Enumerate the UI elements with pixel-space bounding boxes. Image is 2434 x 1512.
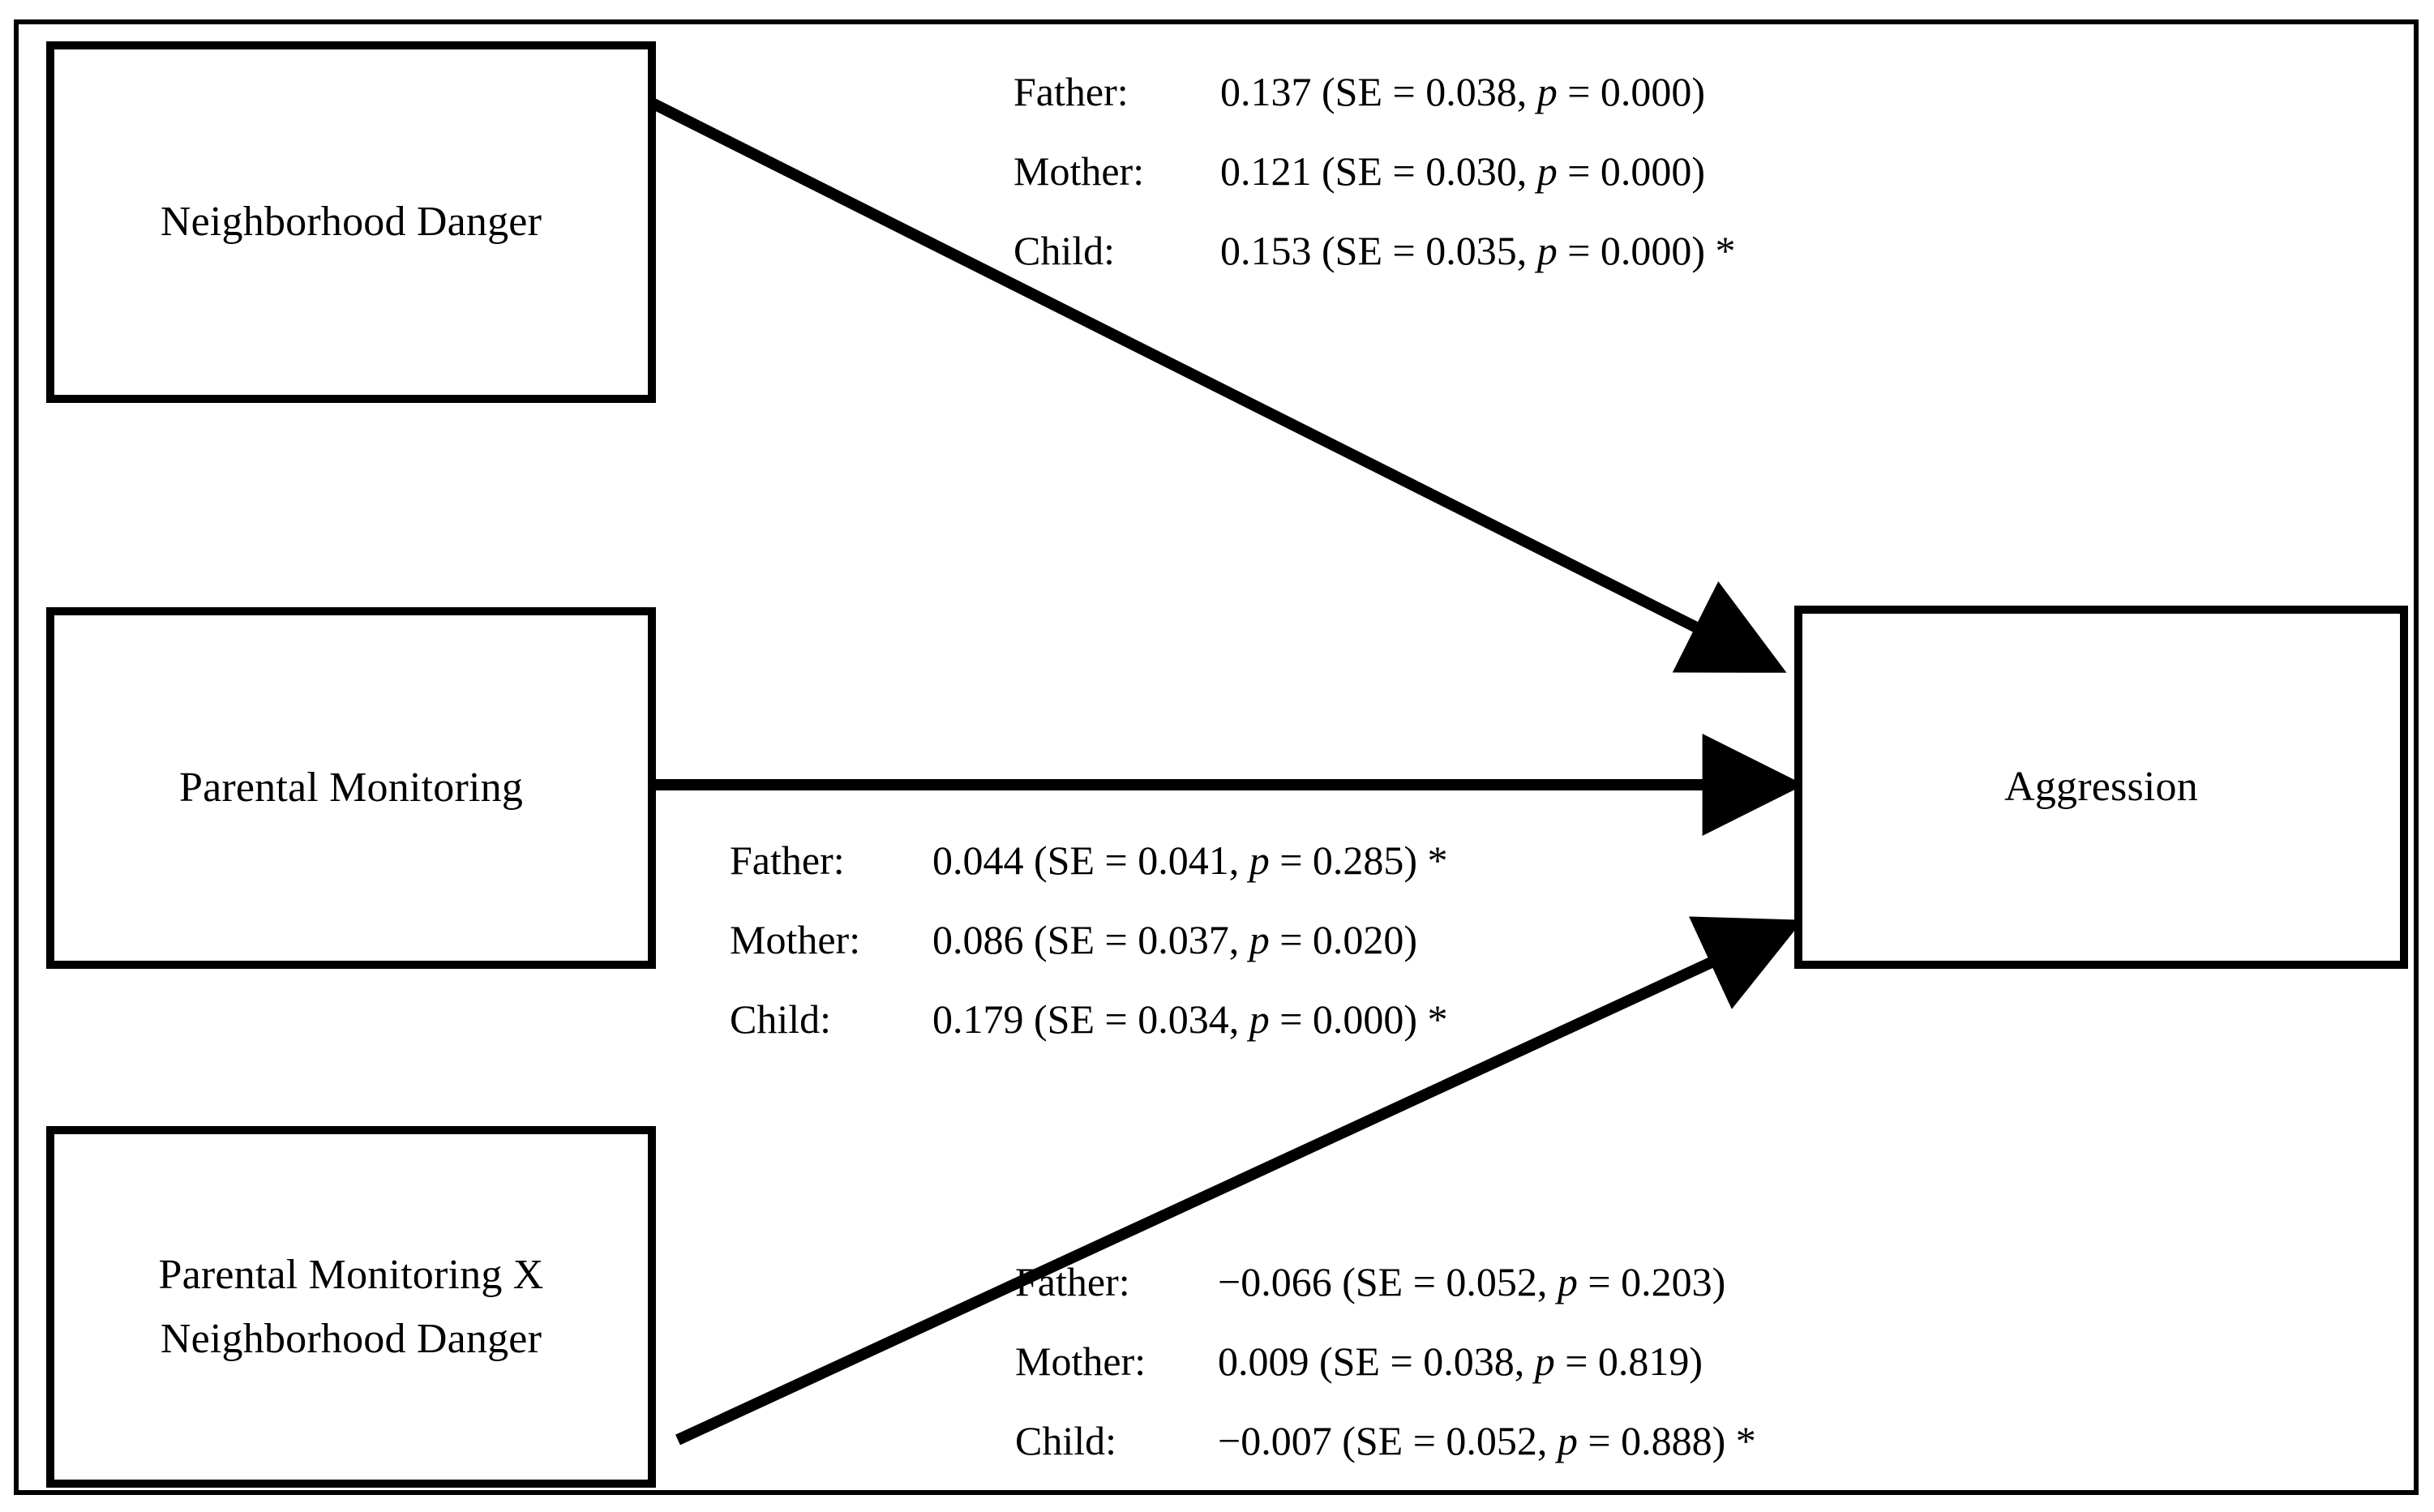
estimate-row: Father: 0.137 (SE = 0.038, p = 0.000) (1013, 68, 1736, 148)
estimates-neighborhood-danger-to-aggression: Father: 0.137 (SE = 0.038, p = 0.000) Mo… (1013, 68, 1736, 306)
estimate-value: 0.179 (SE = 0.034, p = 0.000) * (932, 996, 1448, 1042)
estimate-value: 0.137 (SE = 0.038, p = 0.000) (1220, 69, 1706, 114)
estimate-source-label: Child: (1015, 1418, 1117, 1463)
p-symbol: p (1536, 69, 1558, 114)
p-symbol: p (1536, 228, 1558, 273)
estimate-source-label: Mother: (1013, 148, 1145, 194)
box-parental-monitoring-label: Parental Monitoring (178, 765, 524, 812)
estimate-source-label: Father: (1013, 69, 1129, 114)
box-aggression-label: Aggression (2004, 764, 2198, 811)
estimate-source-label: Father: (730, 837, 845, 883)
estimate-row: Mother: 0.121 (SE = 0.030, p = 0.000) (1013, 148, 1736, 227)
p-symbol: p (1249, 917, 1270, 962)
estimates-interaction-to-aggression: Father: −0.066 (SE = 0.052, p = 0.203) M… (1015, 1258, 1756, 1497)
box-parental-monitoring[interactable]: Parental Monitoring (46, 607, 656, 969)
estimate-value: 0.121 (SE = 0.030, p = 0.000) (1220, 148, 1706, 194)
estimates-parental-monitoring-to-aggression: Father: 0.044 (SE = 0.041, p = 0.285) * … (730, 837, 1448, 1075)
box-neighborhood-danger[interactable]: Neighborhood Danger (46, 41, 656, 403)
p-symbol: p (1557, 1259, 1578, 1304)
estimate-row: Child: 0.153 (SE = 0.035, p = 0.000) * (1013, 227, 1736, 306)
figure-outer-frame (14, 19, 2419, 1495)
estimate-row: Father: −0.066 (SE = 0.052, p = 0.203) (1015, 1258, 1756, 1338)
p-symbol: p (1557, 1418, 1578, 1463)
estimate-value: −0.007 (SE = 0.052, p = 0.888) * (1218, 1418, 1756, 1463)
p-symbol: p (1534, 1339, 1555, 1384)
box-interaction-label: Parental Monitoring X Neighborhood Dange… (158, 1251, 544, 1362)
estimate-source-label: Mother: (1015, 1339, 1146, 1384)
estimate-source-label: Child: (730, 996, 832, 1042)
estimate-row: Mother: 0.086 (SE = 0.037, p = 0.020) (730, 916, 1448, 996)
p-symbol: p (1249, 996, 1270, 1042)
estimate-value: 0.044 (SE = 0.041, p = 0.285) * (932, 837, 1448, 883)
box-neighborhood-danger-label: Neighborhood Danger (160, 199, 542, 246)
p-symbol: p (1249, 837, 1270, 883)
estimate-row: Child: −0.007 (SE = 0.052, p = 0.888) * (1015, 1417, 1756, 1497)
estimate-source-label: Mother: (730, 917, 861, 962)
p-symbol: p (1536, 148, 1558, 194)
estimate-source-label: Child: (1013, 228, 1116, 273)
estimate-value: 0.086 (SE = 0.037, p = 0.020) (932, 917, 1418, 962)
estimate-row: Mother: 0.009 (SE = 0.038, p = 0.819) (1015, 1338, 1756, 1417)
estimate-value: 0.009 (SE = 0.038, p = 0.819) (1218, 1339, 1703, 1384)
box-parental-monitoring-x-neighborhood-danger[interactable]: Parental Monitoring X Neighborhood Dange… (46, 1126, 656, 1488)
estimate-value: −0.066 (SE = 0.052, p = 0.203) (1218, 1259, 1726, 1304)
estimate-value: 0.153 (SE = 0.035, p = 0.000) * (1220, 228, 1736, 273)
estimate-source-label: Father: (1015, 1259, 1130, 1304)
box-aggression[interactable]: Aggression (1794, 606, 2408, 969)
estimate-row: Father: 0.044 (SE = 0.041, p = 0.285) * (730, 837, 1448, 916)
estimate-row: Child: 0.179 (SE = 0.034, p = 0.000) * (730, 996, 1448, 1075)
